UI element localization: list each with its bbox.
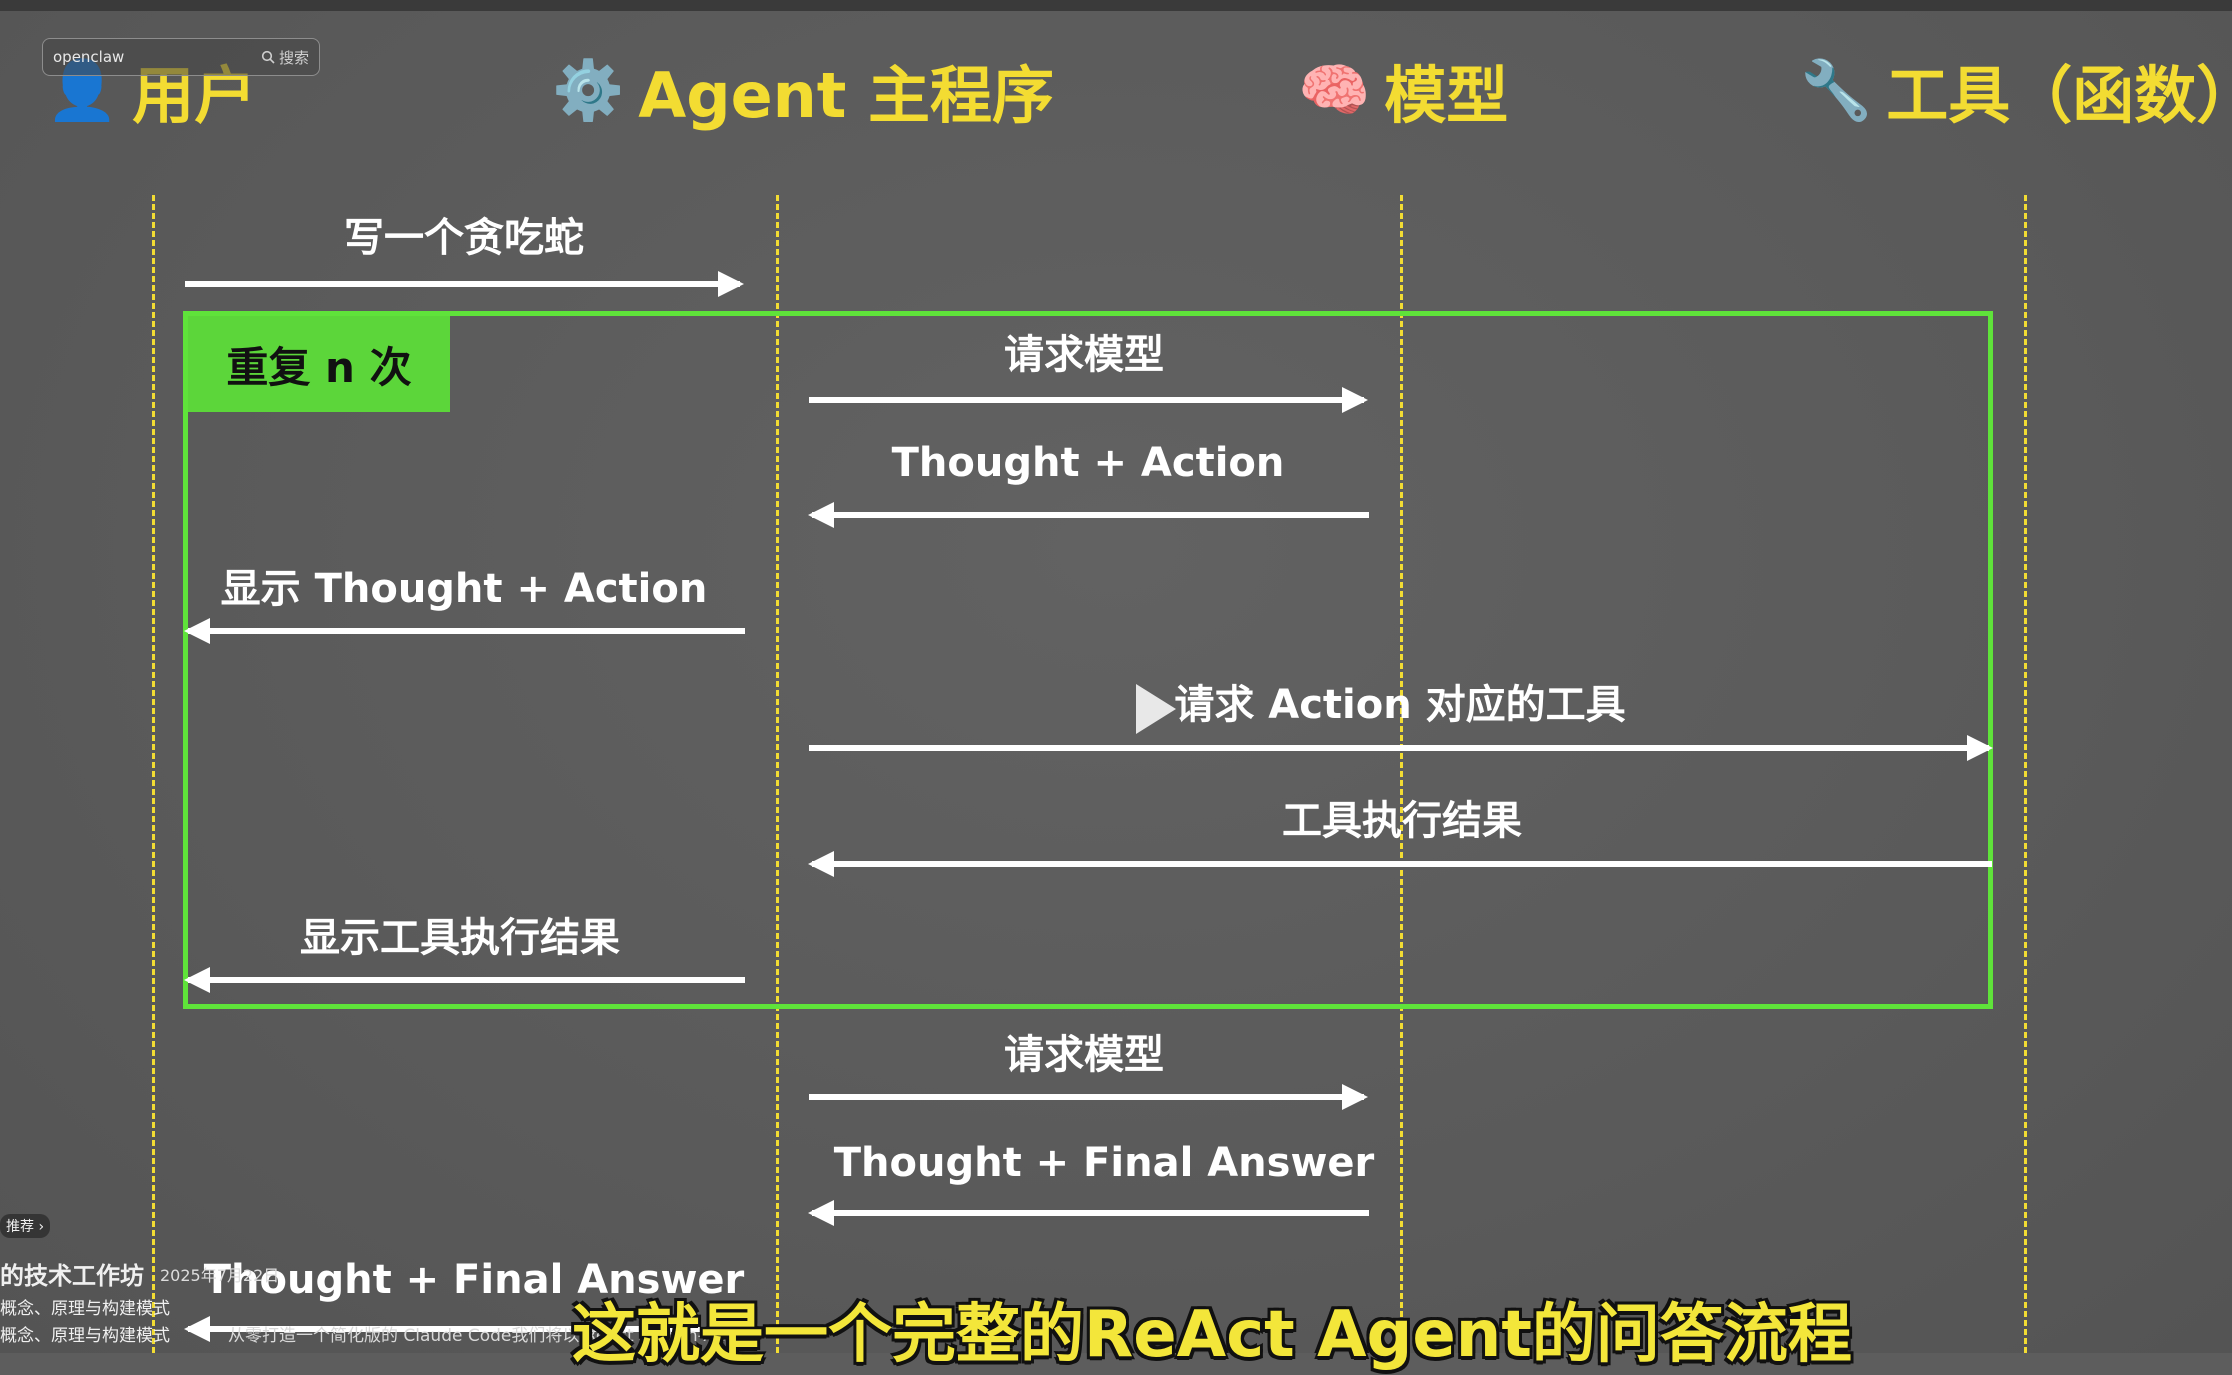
message-arrow — [184, 618, 745, 644]
loop-label: 重复 n 次 — [188, 316, 450, 412]
participant-agent: ⚙️ Agent 主程序 — [552, 50, 1054, 132]
search-input[interactable]: openclaw 搜索 — [42, 38, 320, 76]
message-arrow — [809, 387, 1368, 413]
search-button[interactable]: 搜索 — [261, 47, 309, 68]
search-button-label: 搜索 — [278, 48, 309, 67]
participant-label: 模型 — [1384, 59, 1509, 132]
message-label: 显示 Thought + Action — [220, 566, 708, 612]
lifeline-tool — [2024, 195, 2027, 1353]
loop-frame: 重复 n 次 — [183, 311, 1993, 1009]
message-arrow — [184, 1316, 745, 1342]
search-value: openclaw — [53, 48, 125, 66]
message-label: 请求 Action 对应的工具 — [1174, 682, 1626, 728]
lifeline-model — [1400, 195, 1403, 1353]
gear-icon: ⚙️ — [552, 56, 625, 124]
desc-line: 概念、原理与构建模式 — [0, 1326, 170, 1346]
participant-label: 工具（函数） — [1886, 59, 2232, 132]
message-arrow — [808, 502, 1369, 528]
desc-line: 从零打造一个简化版的 Claude Code我们将以 ReAct 和 Plan-… — [228, 1326, 743, 1346]
diagram-canvas — [0, 11, 2232, 1353]
post-date: 2025年7月22日 — [160, 1266, 280, 1285]
desc-line: 概念、原理与构建模式 — [0, 1299, 170, 1319]
message-label: 请求模型 — [1004, 1032, 1164, 1078]
message-label: Thought + Action — [891, 440, 1285, 486]
message-label: Thought + Final Answer — [203, 1257, 745, 1303]
message-arrow — [185, 271, 744, 297]
participant-tool: 🔧 工具（函数） — [1800, 50, 2232, 132]
channel-name[interactable]: 的技术工作坊 — [0, 1262, 144, 1290]
message-arrow — [184, 967, 745, 993]
message-label: 显示工具执行结果 — [300, 915, 620, 961]
participant-model: 🧠 模型 — [1298, 50, 1508, 132]
lifeline-agent — [776, 195, 779, 1353]
participant-label: Agent 主程序 — [638, 59, 1054, 132]
message-arrow — [808, 1200, 1369, 1226]
message-label: Thought + Final Answer — [833, 1140, 1375, 1186]
brain-icon: 🧠 — [1298, 56, 1371, 124]
play-icon[interactable] — [1136, 684, 1176, 734]
top-bar — [0, 0, 2232, 11]
lifeline-user — [152, 195, 155, 1353]
message-label: 工具执行结果 — [1282, 798, 1522, 844]
message-arrow — [809, 1084, 1368, 1110]
search-icon — [261, 50, 275, 64]
wrench-icon: 🔧 — [1800, 56, 1873, 124]
message-arrow — [808, 851, 1992, 877]
message-label: 请求模型 — [1004, 332, 1164, 378]
message-label: 写一个贪吃蛇 — [344, 215, 584, 261]
recommend-link[interactable]: 推荐 › — [0, 1214, 51, 1238]
message-arrow — [809, 735, 1993, 761]
video-subtitle: 这就是一个完整的ReAct Agent的问答流程 — [572, 1298, 1852, 1372]
